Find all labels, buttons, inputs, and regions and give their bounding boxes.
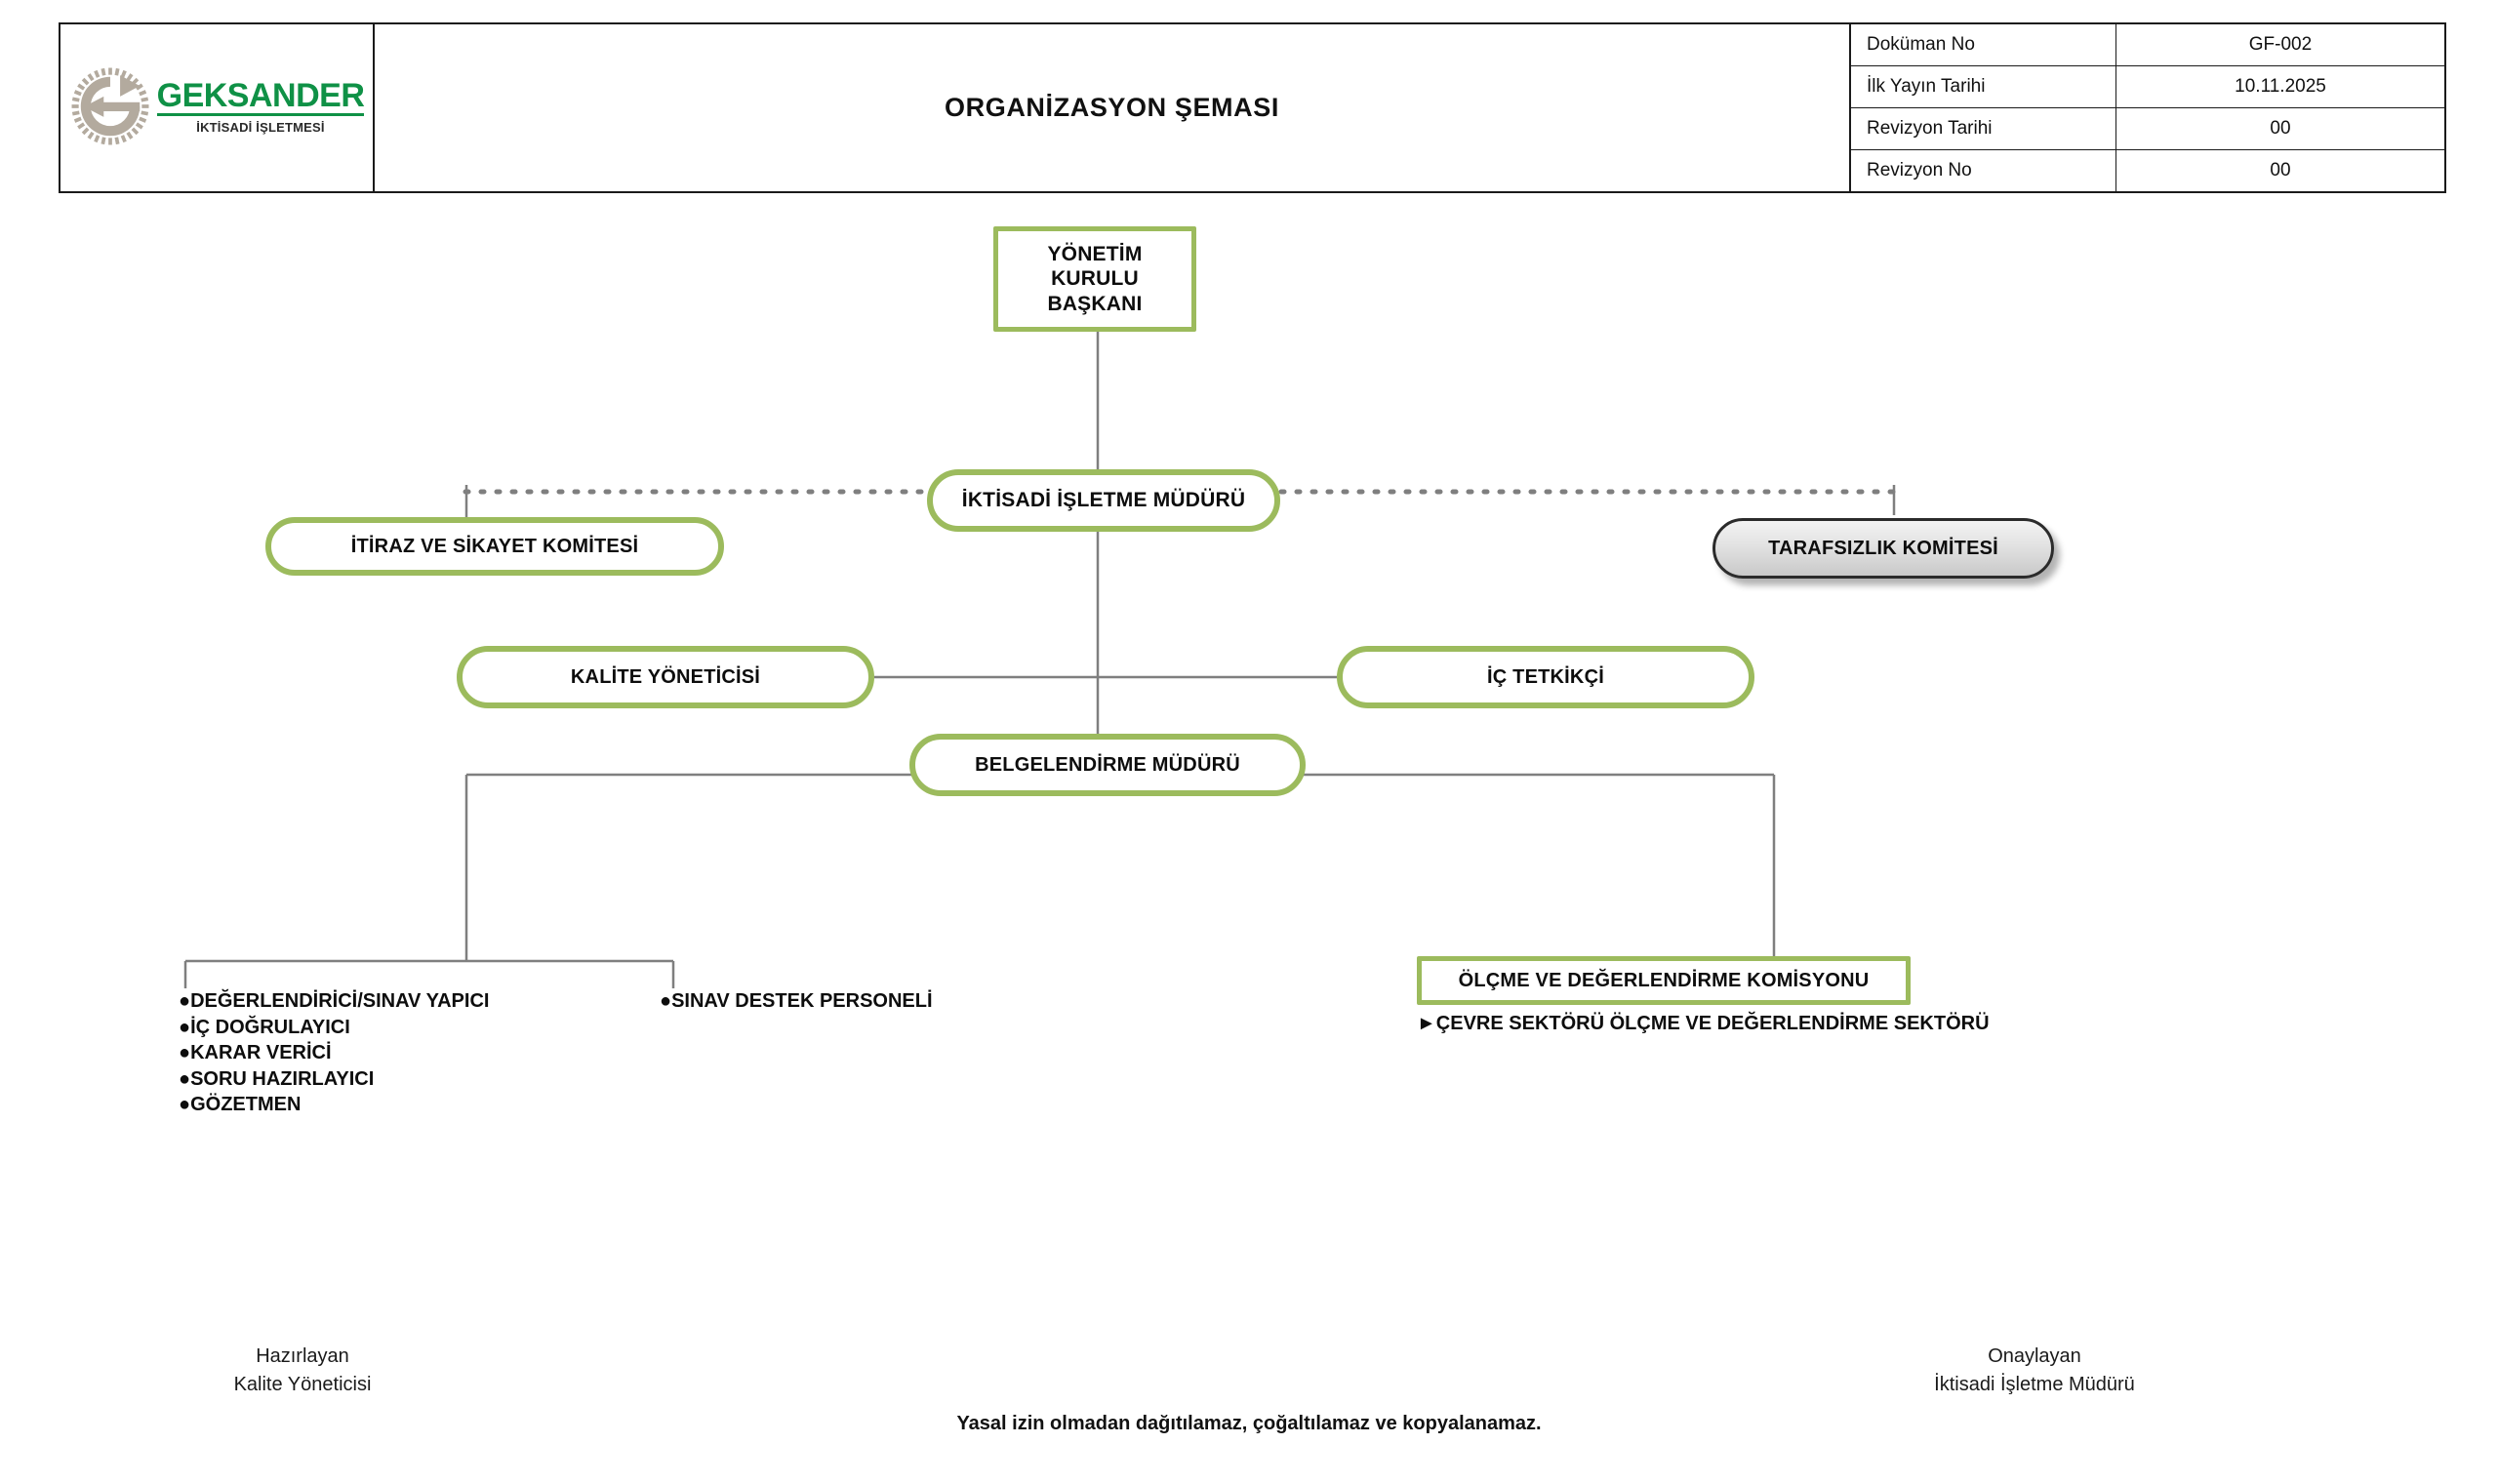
personnel-list-middle: ●SINAV DESTEK PERSONELİ: [660, 988, 933, 1015]
node-tarafsizlik-komitesi[interactable]: TARAFSIZLIK KOMİTESİ: [1712, 518, 2054, 579]
company-logo: GEKSANDER İKTİSADİ İŞLETMESİ: [69, 65, 365, 147]
node-itiraz-ve-sikayet-komitesi[interactable]: İTİRAZ VE SİKAYET KOMİTESİ: [265, 517, 724, 576]
signature-role: Onaylayan: [1988, 1345, 2081, 1367]
node-label: BELGELENDİRME MÜDÜRÜ: [975, 753, 1240, 776]
meta-row: Revizyon Tarihi 00: [1851, 108, 2444, 150]
meta-row: Doküman No GF-002: [1851, 24, 2444, 66]
node-yonetim-kurulu-baskani[interactable]: YÖNETİM KURULU BAŞKANI: [993, 226, 1196, 332]
page-title: ORGANİZASYON ŞEMASI: [945, 93, 1279, 122]
meta-key: Revizyon No: [1851, 150, 2116, 191]
node-belgelendirme-muduru[interactable]: BELGELENDİRME MÜDÜRÜ: [909, 734, 1306, 796]
document-header: GEKSANDER İKTİSADİ İŞLETMESİ ORGANİZASYO…: [59, 22, 2446, 193]
signature-prepared-by: Hazırlayan Kalite Yöneticisi: [137, 1343, 468, 1399]
list-item: ●KARAR VERİCİ: [179, 1042, 332, 1064]
node-ic-tetkikci[interactable]: İÇ TETKİKÇİ: [1337, 646, 1754, 708]
logo-subtitle: İKTİSADİ İŞLETMESİ: [196, 119, 325, 135]
meta-value: 10.11.2025: [2235, 76, 2326, 97]
list-item: ●DEĞERLENDİRİCİ/SINAV YAPICI: [179, 990, 490, 1012]
list-item: ●SINAV DESTEK PERSONELİ: [660, 990, 933, 1012]
logo-wordmark: GEKSANDER: [156, 76, 365, 116]
node-label: İKTİSADİ İŞLETME MÜDÜRÜ: [961, 489, 1246, 512]
logo-text: GEKSANDER İKTİSADİ İŞLETMESİ: [156, 76, 365, 135]
list-item: ●İÇ DOĞRULAYICI: [179, 1016, 350, 1038]
list-item: ●GÖZETMEN: [179, 1094, 302, 1116]
meta-value: GF-002: [2248, 34, 2313, 55]
node-label: KALİTE YÖNETİCİSİ: [570, 665, 761, 688]
node-label: TARAFSIZLIK KOMİTESİ: [1768, 537, 1998, 559]
logo-cell: GEKSANDER İKTİSADİ İŞLETMESİ: [60, 24, 375, 191]
personnel-list-left: ●DEĞERLENDİRİCİ/SINAV YAPICI ●İÇ DOĞRULA…: [179, 988, 489, 1118]
node-label: İTİRAZ VE SİKAYET KOMİTESİ: [350, 535, 639, 557]
signature-role: Hazırlayan: [256, 1345, 349, 1367]
title-cell: ORGANİZASYON ŞEMASI: [375, 24, 1851, 191]
legal-disclaimer: Yasal izin olmadan dağıtılamaz, çoğaltıl…: [956, 1413, 1542, 1434]
meta-key: Doküman No: [1851, 24, 2116, 65]
signature-name: İktisadi İşletme Müdürü: [1934, 1374, 2135, 1395]
list-item: ●SORU HAZIRLAYICI: [179, 1067, 375, 1090]
node-label-line: BAŞKANI: [1047, 292, 1143, 315]
gear-circular-arrow-icon: [69, 65, 151, 147]
cevre-sektoru-note: ►ÇEVRE SEKTÖRÜ ÖLÇME VE DEĞERLENDİRME SE…: [1417, 1013, 1990, 1034]
meta-value: 00: [2270, 160, 2291, 180]
node-label: ÖLÇME VE DEĞERLENDİRME KOMİSYONU: [1458, 969, 1870, 991]
node-iktisadi-isletme-muduru[interactable]: İKTİSADİ İŞLETME MÜDÜRÜ: [927, 469, 1280, 532]
meta-row: İlk Yayın Tarihi 10.11.2025: [1851, 66, 2444, 108]
node-olcme-ve-degerlendirme-komisyonu[interactable]: ÖLÇME VE DEĞERLENDİRME KOMİSYONU: [1417, 956, 1911, 1005]
node-kalite-yoneticisi[interactable]: KALİTE YÖNETİCİSİ: [457, 646, 874, 708]
meta-row: Revizyon No 00: [1851, 150, 2444, 191]
node-label-line: KURULU: [1051, 267, 1139, 291]
document-meta-table: Doküman No GF-002 İlk Yayın Tarihi 10.11…: [1851, 24, 2444, 191]
signature-approved-by: Onaylayan İktisadi İşletme Müdürü: [1844, 1343, 2225, 1399]
meta-key: Revizyon Tarihi: [1851, 108, 2116, 149]
meta-value: 00: [2270, 118, 2291, 139]
meta-key: İlk Yayın Tarihi: [1851, 66, 2116, 107]
node-label-line: YÖNETİM: [1047, 242, 1143, 265]
signature-name: Kalite Yöneticisi: [233, 1374, 372, 1395]
node-label-group: YÖNETİM KURULU BAŞKANI: [1047, 242, 1142, 317]
node-label: İÇ TETKİKÇİ: [1487, 665, 1604, 688]
